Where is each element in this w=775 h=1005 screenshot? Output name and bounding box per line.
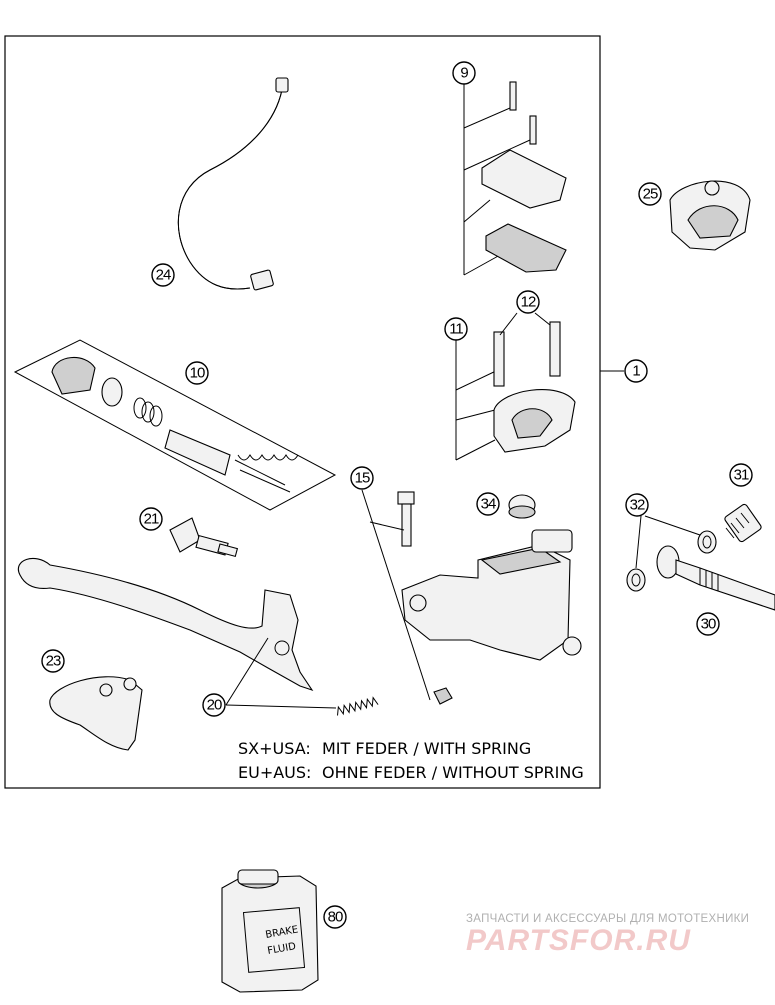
svg-text:20: 20 (207, 697, 222, 714)
callout-23[interactable]: 23 (41, 649, 65, 673)
callout-9[interactable]: 9 (452, 61, 476, 85)
part-15-pivot-bolt[interactable] (361, 489, 453, 705)
part-9-reservoir-cover[interactable] (463, 80, 567, 276)
callout-32[interactable]: 32 (625, 493, 649, 517)
part-20-brake-lever[interactable] (17, 557, 314, 706)
master-cylinder-body[interactable] (401, 529, 582, 661)
note-line-2-text: OHNE FEDER / WITHOUT SPRING (322, 763, 584, 782)
note-line-1-text: MIT FEDER / WITH SPRING (322, 739, 531, 758)
callout-20[interactable]: 20 (202, 693, 226, 717)
note-line-1-variant: SX+USA: (238, 739, 311, 758)
callout-1[interactable]: 1 (624, 359, 648, 383)
svg-text:25: 25 (643, 186, 658, 203)
svg-text:23: 23 (46, 653, 61, 670)
svg-text:30: 30 (701, 616, 716, 633)
svg-text:32: 32 (630, 497, 645, 514)
svg-text:34: 34 (481, 496, 496, 513)
part-21-adjuster-screw[interactable] (169, 517, 239, 558)
svg-text:15: 15 (355, 470, 370, 487)
svg-text:31: 31 (734, 467, 749, 484)
part-30-brake-hose[interactable] (656, 545, 775, 611)
part-34-reservoir-cap[interactable] (508, 494, 536, 519)
svg-text:80: 80 (328, 909, 343, 926)
svg-text:9: 9 (460, 65, 468, 82)
watermark-tagline: ЗАПЧАСТИ И АКСЕССУАРЫ ДЛЯ МОТОТЕХНИКИ (466, 913, 749, 925)
note-line-2-variant: EU+AUS: (238, 763, 311, 782)
callout-10[interactable]: 10 (185, 361, 209, 385)
svg-text:10: 10 (190, 365, 205, 382)
assembly-frame (4, 35, 601, 789)
watermark-brand: PARTSFOR.RU (466, 924, 691, 957)
part-25-handlebar-clamp[interactable] (669, 180, 751, 251)
lever-spring[interactable] (335, 696, 379, 716)
svg-text:12: 12 (521, 294, 536, 311)
can-label-line2: FLUID (267, 941, 298, 957)
callout-80[interactable]: 80 (323, 905, 347, 929)
part-31-banjo-bolt[interactable] (724, 503, 763, 543)
part-23-lever-protector[interactable] (49, 676, 143, 751)
svg-text:24: 24 (156, 267, 171, 284)
svg-text:1: 1 (632, 363, 640, 380)
svg-text:11: 11 (449, 321, 463, 338)
callout-21[interactable]: 21 (139, 507, 163, 531)
svg-text:21: 21 (144, 511, 159, 528)
part-24-brake-switch-cable[interactable] (177, 77, 289, 291)
part-11-clamp-with-screws[interactable] (455, 321, 576, 461)
callout-25[interactable]: 25 (638, 182, 662, 206)
part-80-brake-fluid-can[interactable]: BRAKE FLUID (221, 869, 319, 993)
callout-15[interactable]: 15 (350, 466, 374, 490)
part-32-copper-washer[interactable] (626, 515, 717, 592)
callout-30[interactable]: 30 (696, 612, 720, 636)
callout-31[interactable]: 31 (729, 463, 753, 487)
callout-12[interactable]: 12 (516, 290, 540, 314)
part-10-piston-kit[interactable] (13, 339, 337, 511)
callout-34[interactable]: 34 (476, 492, 500, 516)
callout-24[interactable]: 24 (151, 263, 175, 287)
callout-11[interactable]: 11 (444, 317, 468, 341)
